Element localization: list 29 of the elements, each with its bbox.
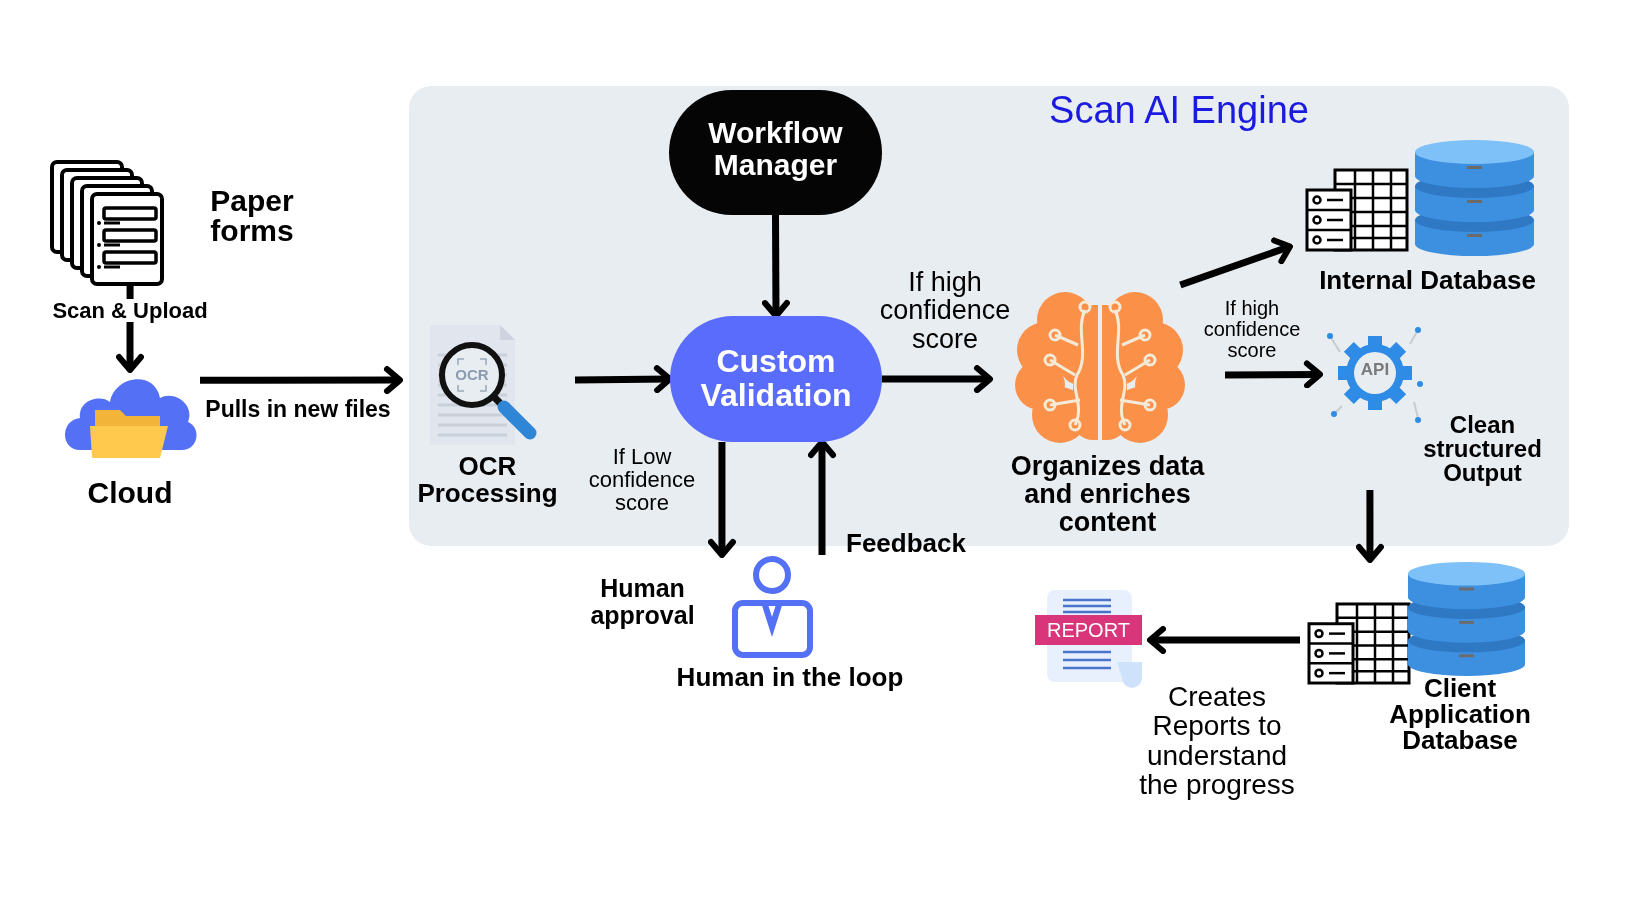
arrow xyxy=(707,442,736,558)
beside-label: Human approval xyxy=(589,575,696,629)
node-label: Client Application Database xyxy=(1388,675,1532,753)
arrow xyxy=(574,365,673,394)
edge-label: Feedback xyxy=(846,530,966,558)
node-label: Human in the loop xyxy=(675,663,905,692)
report-banner: REPORT xyxy=(1035,615,1142,645)
arrow xyxy=(882,365,993,394)
arrow xyxy=(808,439,836,555)
node-label: Clean structured Output xyxy=(1422,413,1543,485)
icon-text: OCR xyxy=(455,366,489,383)
arrow xyxy=(761,215,790,319)
node-label: Internal Database xyxy=(1318,266,1537,295)
node-label: Organizes data and enriches content xyxy=(1009,453,1206,537)
panel-title: Scan AI Engine xyxy=(1048,90,1310,132)
edge-label: Creates Reports to understand the progress xyxy=(1138,682,1296,800)
edge-label: Pulls in new files xyxy=(205,397,391,422)
arrow xyxy=(1224,360,1323,389)
edge-label: If high confidence score xyxy=(1202,298,1302,361)
icon-text: API xyxy=(1360,360,1390,380)
node-label: Paper forms xyxy=(209,186,295,246)
node-label: Workflow Manager xyxy=(707,117,844,180)
edge-label: If high confidence score xyxy=(878,268,1012,354)
node-label: Cloud xyxy=(86,476,174,509)
arrow xyxy=(1179,237,1293,289)
edge-label: If Low confidence score xyxy=(587,445,697,515)
node-label: Custom Validation xyxy=(699,345,853,413)
arrow xyxy=(1355,490,1384,563)
node-label: OCR Processing xyxy=(416,453,559,508)
